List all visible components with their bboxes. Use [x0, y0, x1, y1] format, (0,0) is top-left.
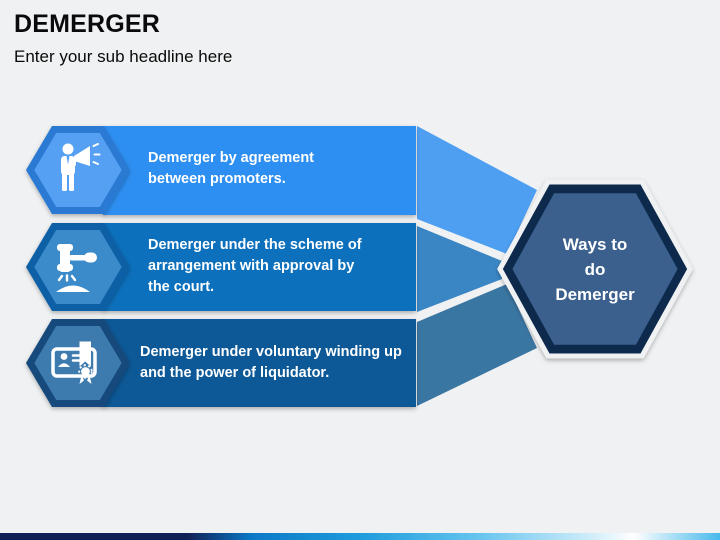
icon-hexagon-2 — [26, 223, 130, 311]
bar-3-line-1: Demerger under voluntary winding up — [140, 344, 402, 360]
icon-hexagon-3-fill — [34, 326, 122, 400]
icon-hexagon-2-fill — [34, 230, 122, 304]
slide-title: DEMERGER — [14, 10, 161, 38]
bar-3 — [103, 319, 416, 407]
bar-1-text: Demerger by agreement between promoters. — [148, 148, 314, 190]
connector-tail-1 — [417, 126, 537, 254]
connector-tail-3 — [417, 284, 537, 406]
icon-hexagon-1-fill — [34, 133, 122, 207]
ways-hexagon-label: Ways to do Demerger — [500, 182, 690, 356]
ways-hexagon-label-line-2: do — [584, 259, 606, 279]
bar-2-line-2: arrangement with approval by — [148, 258, 355, 274]
slide-subtitle: Enter your sub headline here — [14, 47, 233, 66]
bar-3-line-2: and the power of liquidator. — [140, 365, 330, 381]
icon-hexagon-1 — [26, 126, 130, 214]
ways-hexagon-label-line-3: Demerger — [555, 284, 635, 304]
ways-hexagon — [497, 179, 693, 359]
ways-hexagon-label-line-1: Ways to — [562, 234, 628, 254]
bar-1-line-2: between promoters. — [148, 171, 286, 187]
certificate-icon — [51, 341, 97, 384]
bar-1-line-1: Demerger by agreement — [148, 150, 315, 166]
connector-tail-2 — [417, 226, 502, 312]
bar-3-text: Demerger under voluntary winding up and … — [140, 342, 402, 384]
bar-2-line-3: the court. — [148, 279, 215, 295]
person-megaphone-icon — [61, 143, 101, 191]
bar-1 — [103, 126, 416, 215]
bar-2 — [103, 223, 416, 311]
gavel-icon — [56, 244, 97, 292]
icon-hexagon-3 — [26, 319, 130, 407]
bar-2-line-1: Demerger under the scheme of — [148, 237, 362, 253]
footer-gradient-bar — [0, 533, 720, 540]
bar-2-text: Demerger under the scheme of arrangement… — [148, 235, 362, 298]
ways-hexagon-fill — [512, 193, 678, 345]
